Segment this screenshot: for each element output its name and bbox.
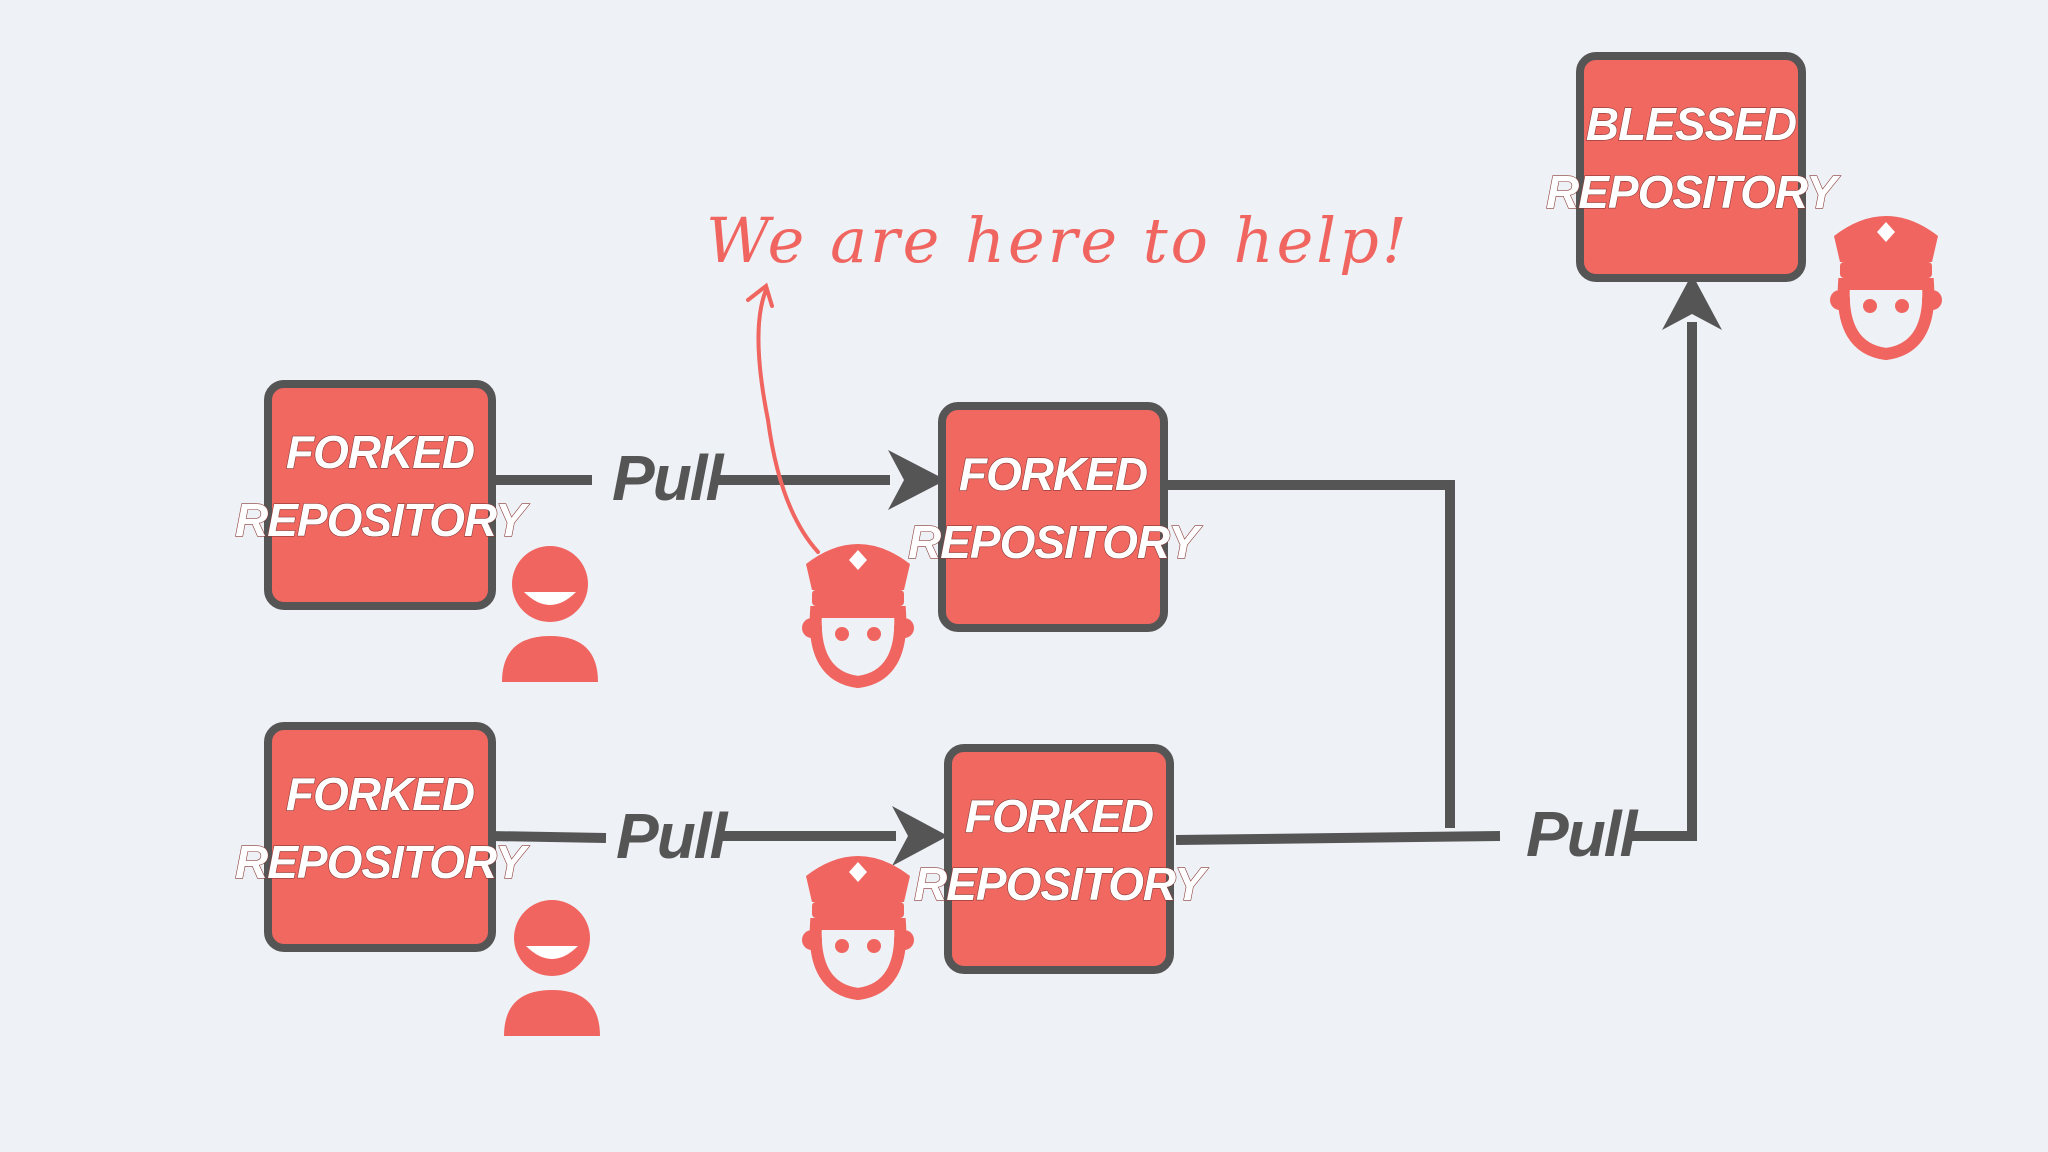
repo-blessed: BLESSED REPOSITORY bbox=[1545, 52, 1843, 282]
arrowheads bbox=[888, 274, 1722, 866]
police-officer-icon bbox=[802, 856, 914, 994]
repo-forked-bottom-mid: FORKED REPOSITORY bbox=[913, 744, 1211, 974]
police-officer-icon bbox=[802, 544, 914, 682]
repo-forked-bottom-left: FORKED REPOSITORY bbox=[234, 722, 532, 952]
repo-line2: REPOSITORY bbox=[914, 858, 1209, 910]
repo-line1: FORKED bbox=[286, 426, 474, 478]
repo-forked-top-left: FORKED REPOSITORY bbox=[234, 380, 532, 610]
police-officer-icon bbox=[1830, 216, 1942, 354]
pull-label-bottom: Pull bbox=[616, 800, 729, 872]
repo-line1: BLESSED bbox=[1586, 98, 1796, 150]
repo-line2: REPOSITORY bbox=[908, 516, 1203, 568]
connector-lines bbox=[489, 322, 1697, 845]
repo-line2: REPOSITORY bbox=[235, 494, 530, 546]
repo-line2: REPOSITORY bbox=[235, 836, 530, 888]
repo-line1: FORKED bbox=[286, 768, 474, 820]
annotation-arrow bbox=[746, 282, 820, 554]
person-icon bbox=[502, 546, 598, 682]
pull-label-final: Pull bbox=[1526, 798, 1639, 870]
person-icon bbox=[504, 900, 600, 1036]
annotation-text: We are here to help! bbox=[706, 204, 1410, 277]
repo-line2: REPOSITORY bbox=[1546, 166, 1841, 218]
repo-line1: FORKED bbox=[959, 448, 1147, 500]
repo-line1: FORKED bbox=[965, 790, 1153, 842]
pull-label-top: Pull bbox=[612, 442, 725, 514]
repo-forked-top-mid: FORKED REPOSITORY bbox=[907, 402, 1205, 632]
